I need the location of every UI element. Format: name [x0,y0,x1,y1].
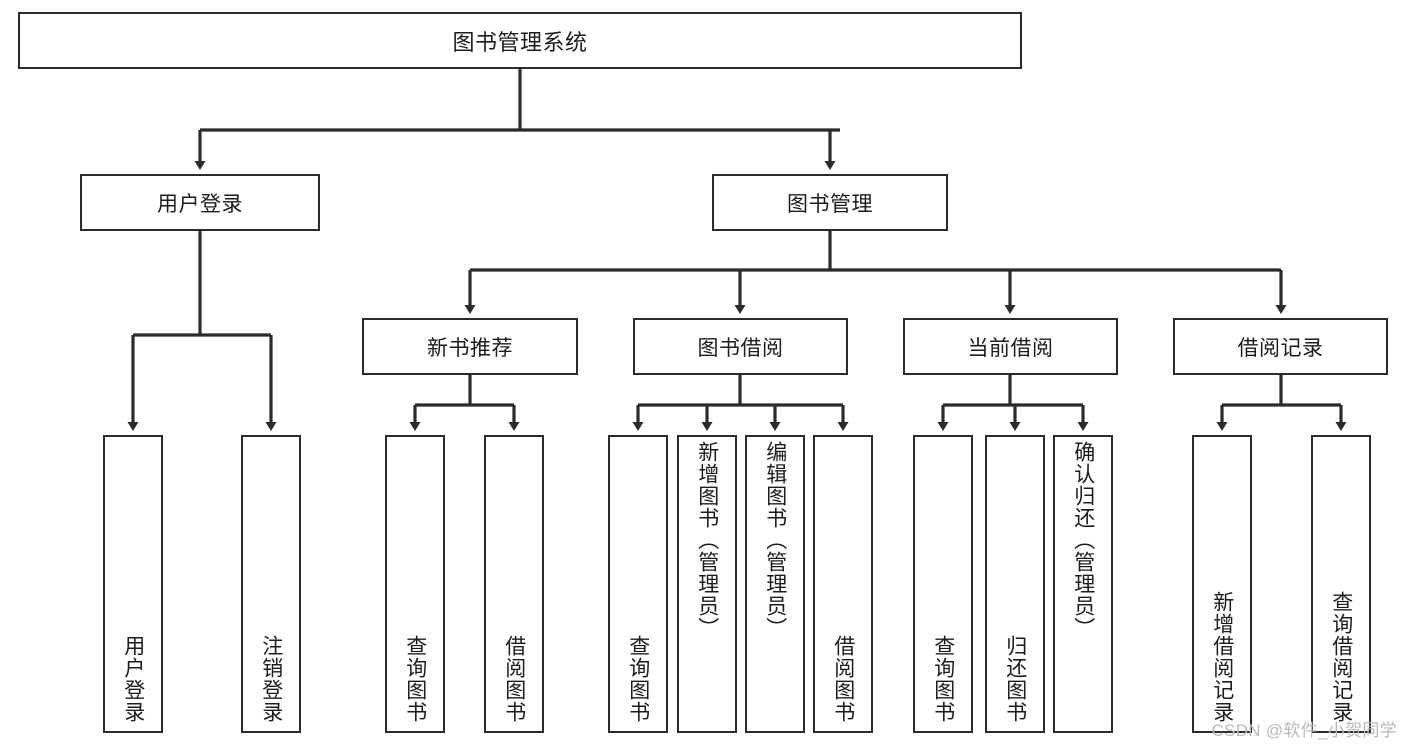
leaf-label: 归还图书 [1003,635,1027,723]
csdn-watermark: CSDN @软件_小贺同学 [1211,721,1397,740]
leaf-label: 用户登录 [121,635,145,723]
leaf-query-book-current[interactable]: 查询图书 [913,435,973,733]
leaf-label: 新增借阅记录 [1210,591,1234,723]
leaf-label: 新增图书（管理员） [695,441,719,639]
node-user-login[interactable]: 用户登录 [80,174,320,231]
leaf-query-book-borrow[interactable]: 查询图书 [608,435,668,733]
leaf-query-book-recommend[interactable]: 查询图书 [385,435,445,733]
leaf-label: 查询图书 [931,635,955,723]
leaf-label: 借阅图书 [831,635,855,723]
leaf-confirm-return-admin[interactable]: 确认归还（管理员） [1053,435,1113,733]
node-new-book-recommend[interactable]: 新书推荐 [362,318,578,375]
leaf-logout[interactable]: 注销登录 [241,435,301,733]
node-borrow-record[interactable]: 借阅记录 [1173,318,1388,375]
leaf-return-book[interactable]: 归还图书 [985,435,1045,733]
leaf-label: 注销登录 [259,635,283,723]
leaf-borrow-book[interactable]: 借阅图书 [813,435,873,733]
leaf-label: 确认归还（管理员） [1071,441,1095,639]
node-book-management[interactable]: 图书管理 [712,174,948,231]
leaf-query-borrow-record[interactable]: 查询借阅记录 [1311,435,1371,733]
leaf-label: 查询借阅记录 [1329,591,1353,723]
node-root-system[interactable]: 图书管理系统 [18,12,1022,69]
leaf-borrow-book-recommend[interactable]: 借阅图书 [484,435,544,733]
leaf-label: 借阅图书 [502,635,526,723]
node-current-borrow[interactable]: 当前借阅 [903,318,1118,375]
leaf-user-login[interactable]: 用户登录 [103,435,163,733]
leaf-edit-book-admin[interactable]: 编辑图书（管理员） [745,435,805,733]
leaf-label: 编辑图书（管理员） [763,441,787,639]
leaf-add-borrow-record[interactable]: 新增借阅记录 [1192,435,1252,733]
leaf-label: 查询图书 [626,635,650,723]
leaf-add-book-admin[interactable]: 新增图书（管理员） [677,435,737,733]
leaf-label: 查询图书 [403,635,427,723]
node-book-borrow[interactable]: 图书借阅 [633,318,848,375]
